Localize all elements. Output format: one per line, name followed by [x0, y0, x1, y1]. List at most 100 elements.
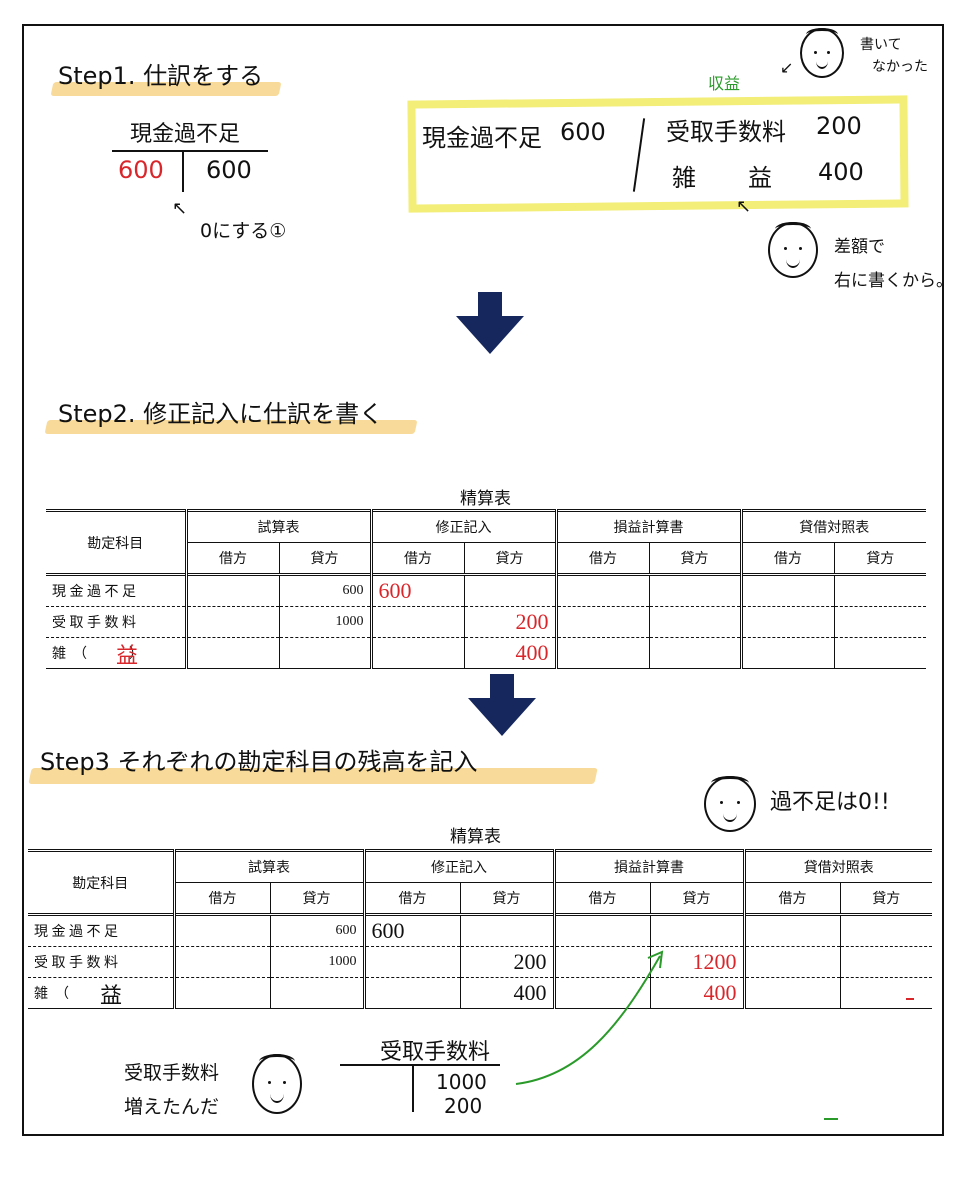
adj-credit: 400	[460, 977, 556, 1009]
col-debit: 借方	[364, 882, 461, 915]
face-icon	[768, 222, 818, 278]
tb-credit: 1000	[279, 606, 373, 638]
t-credit: 600	[206, 156, 252, 184]
table-row: 受 取 手 数 料 1000 200	[46, 606, 926, 638]
entry-credit2-account: 雑	[672, 164, 696, 192]
adj-debit: 600	[371, 574, 465, 607]
tb-credit	[279, 637, 373, 669]
table-row: 雑 （ ） 益 400	[46, 637, 926, 669]
down-arrow-icon	[468, 674, 536, 736]
page-frame	[22, 24, 944, 1136]
group-income-statement: 損益計算書	[554, 850, 746, 883]
t-account-divider-2	[412, 1064, 414, 1112]
row-account-label: 雑 （ ）	[34, 987, 125, 1002]
pl-credit: 400	[650, 977, 746, 1009]
account-header: 勘定科目	[46, 510, 188, 575]
green-mark	[824, 1118, 838, 1120]
step1-title: Step1. 仕訳をする	[58, 62, 264, 90]
note-right-2: 右に書くから。	[834, 271, 953, 291]
t-debit: 600	[118, 156, 164, 184]
down-arrow-icon	[456, 292, 524, 354]
col-credit: 貸方	[872, 892, 901, 907]
adj-credit: 200	[460, 946, 556, 978]
note-zero: 0にする①	[200, 220, 287, 242]
worksheet-title: 精算表	[450, 827, 501, 846]
worksheet-title: 精算表	[460, 489, 511, 508]
face-icon	[252, 1054, 302, 1114]
green-arrow-icon	[515, 950, 664, 1085]
group-income-statement: 損益計算書	[556, 510, 743, 543]
row-account: 受 取 手 数 料	[46, 606, 188, 638]
misc-fill: 益	[100, 983, 123, 1008]
table-row: 現 金 過 不 足 600 600	[28, 914, 932, 947]
arrow-up-icon: ↖	[736, 196, 752, 217]
entry-debit-amount: 600	[560, 118, 606, 146]
col-debit: 借方	[556, 542, 650, 575]
step2-title: Step2. 修正記入に仕訳を書く	[58, 400, 384, 428]
entry-credit2-amount: 400	[818, 158, 864, 186]
col-credit: 貸方	[649, 542, 743, 575]
face-icon	[800, 28, 844, 78]
t-account-line-2	[340, 1064, 500, 1066]
row-account: 雑 （ ） 益	[46, 637, 188, 669]
group-trial-balance: 試算表	[186, 510, 373, 543]
table-row: 雑 （ ） 益 400 400	[28, 977, 932, 1009]
note-top-2: なかった	[872, 59, 928, 75]
col-credit: 貸方	[866, 552, 895, 567]
table-row: 現 金 過 不 足 600 600	[46, 574, 926, 607]
col-debit: 借方	[741, 542, 835, 575]
step3-note-2: 増えたんだ	[124, 1096, 220, 1118]
col-debit: 借方	[554, 882, 651, 915]
row-account: 現 金 過 不 足	[28, 914, 176, 947]
misc-fill: 益	[116, 643, 139, 668]
row-account: 雑 （ ） 益	[28, 977, 176, 1009]
col-credit: 貸方	[279, 542, 373, 575]
pl-credit	[650, 914, 746, 947]
row-account-label: 雑 （ ）	[52, 647, 143, 662]
entry-credit1-account: 受取手数料	[666, 118, 786, 146]
col-debit: 借方	[186, 542, 280, 575]
account-header: 勘定科目	[28, 850, 176, 915]
tb-credit: 1000	[270, 946, 366, 978]
col-credit: 貸方	[650, 882, 746, 915]
arrow-left-icon: ↙	[780, 58, 794, 77]
pl-credit: 1200	[650, 946, 746, 978]
group-adjustments: 修正記入	[371, 510, 558, 543]
arrow-up-icon: ↖	[172, 198, 188, 219]
group-trial-balance: 試算表	[174, 850, 366, 883]
tb-credit: 600	[279, 574, 373, 607]
green-note: 収益	[708, 74, 741, 93]
step3-note-1: 受取手数料	[124, 1062, 220, 1084]
worksheet-table: 勘定科目 試算表 修正記入 損益計算書 貸借対照表 借方 貸方 借方 貸方 借方…	[28, 849, 932, 1009]
adj-credit: 400	[464, 637, 558, 669]
tb-credit: 600	[270, 914, 366, 947]
worksheet-table: 勘定科目 試算表 修正記入 損益計算書 貸借対照表 借方 貸方 借方 貸方 借方…	[46, 509, 926, 669]
col-debit: 借方	[744, 882, 841, 915]
col-credit: 貸方	[270, 882, 366, 915]
adj-debit: 600	[364, 914, 461, 947]
t-credit-1: 1000	[436, 1070, 487, 1094]
col-debit: 借方	[371, 542, 465, 575]
col-credit: 貸方	[464, 542, 558, 575]
t-account-title-2: 受取手数料	[380, 1040, 491, 1065]
face-icon	[704, 776, 756, 832]
entry-debit-account: 現金過不足	[422, 124, 542, 152]
t-account-line	[112, 150, 268, 152]
t-account-title: 現金過不足	[130, 122, 241, 147]
tb-credit	[270, 977, 366, 1009]
col-credit: 貸方	[460, 882, 556, 915]
adj-credit: 200	[464, 606, 558, 638]
step3-title: Step3 それぞれの勘定科目の残高を記入	[40, 748, 478, 776]
step3-bubble: 過不足は0!!	[770, 790, 890, 815]
entry-credit1-amount: 200	[816, 112, 862, 140]
group-adjustments: 修正記入	[364, 850, 556, 883]
note-top-1: 書いて	[860, 37, 902, 53]
col-debit: 借方	[174, 882, 271, 915]
row-account: 受 取 手 数 料	[28, 946, 176, 978]
t-account-divider	[182, 150, 184, 192]
table-row: 受 取 手 数 料 1000 200 1200	[28, 946, 932, 978]
entry-credit2-suffix: 益	[748, 164, 772, 192]
note-right-1: 差額で	[834, 237, 885, 257]
group-balance-sheet: 貸借対照表	[744, 850, 932, 883]
t-credit-2: 200	[444, 1094, 483, 1118]
